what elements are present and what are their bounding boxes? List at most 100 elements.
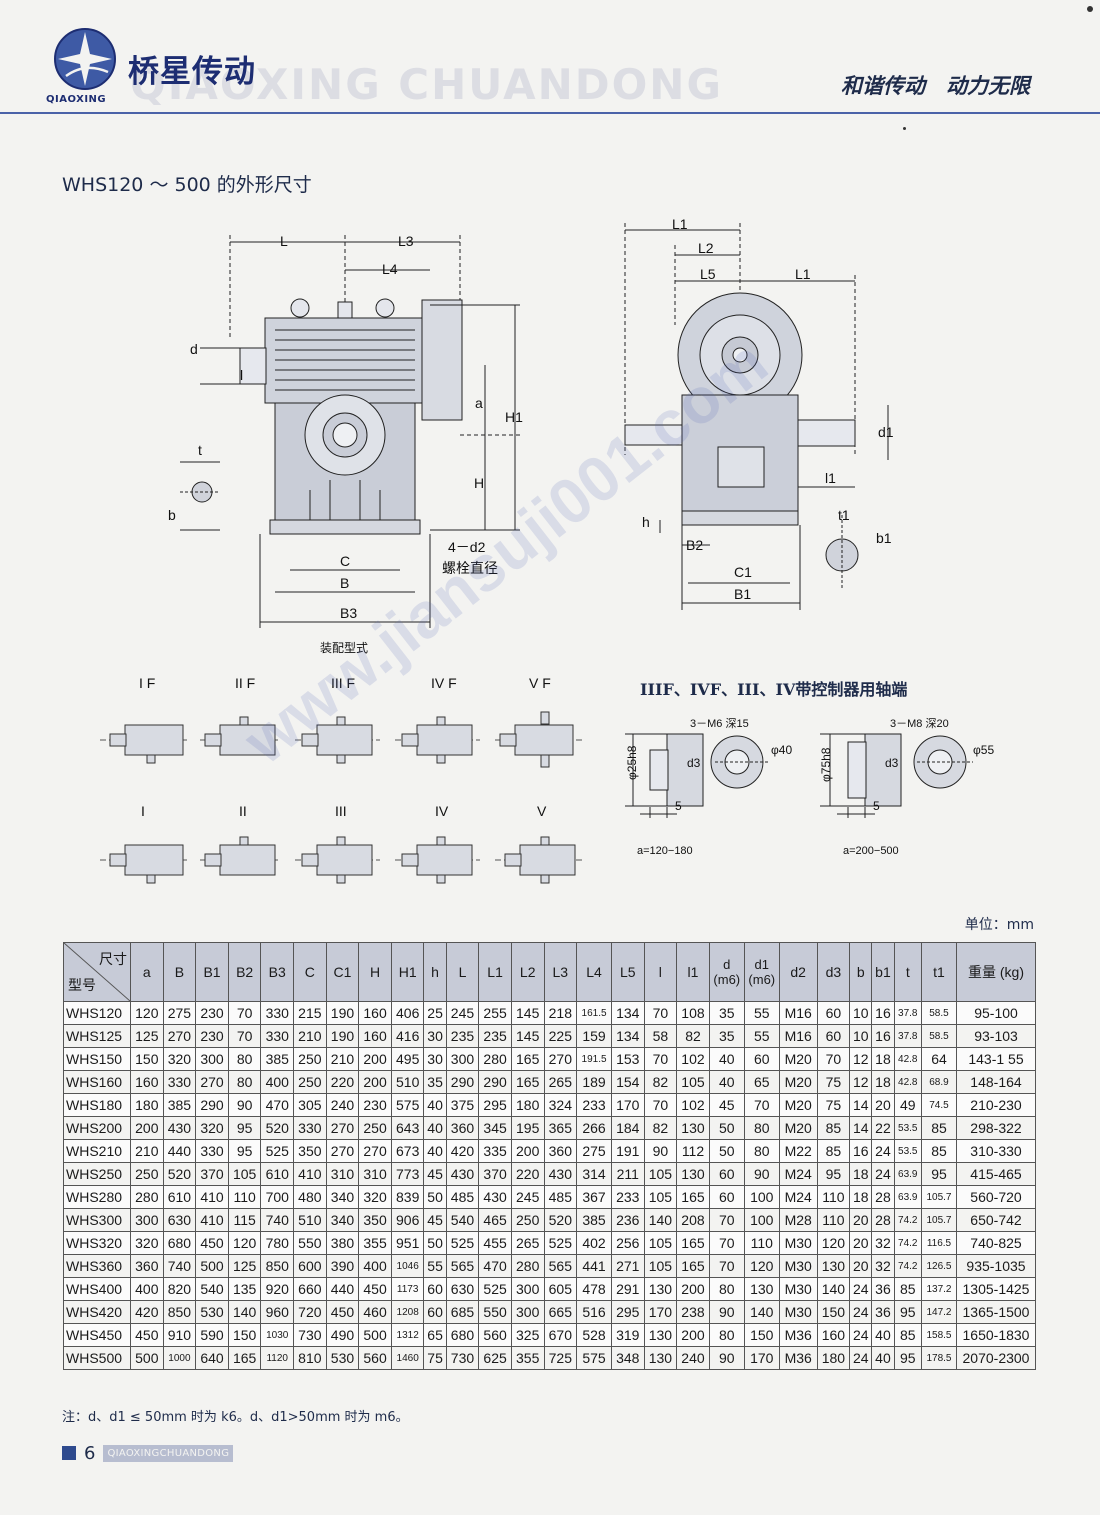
col-header: H1 xyxy=(390,942,425,1002)
value-cell: 102 xyxy=(676,1047,710,1071)
col-header: l1 xyxy=(676,942,710,1002)
dim-H1: H1 xyxy=(505,409,523,425)
value-cell: 108 xyxy=(676,1001,710,1025)
value-cell: 680 xyxy=(445,1323,480,1347)
value-cell: 370 xyxy=(195,1162,229,1186)
value-cell: 441 xyxy=(576,1254,612,1278)
col-header: t xyxy=(893,942,922,1002)
value-cell: 470 xyxy=(478,1254,512,1278)
value-cell: 300 xyxy=(130,1208,164,1232)
value-cell: 340 xyxy=(325,1185,360,1209)
assembly-label-II: II xyxy=(239,803,247,819)
value-cell: 530 xyxy=(325,1346,360,1370)
value-cell: 630 xyxy=(445,1277,480,1301)
value-cell: 245 xyxy=(510,1185,545,1209)
value-cell: 40 xyxy=(423,1139,447,1163)
value-cell: 218 xyxy=(543,1001,578,1025)
value-cell: 105 xyxy=(227,1162,262,1186)
value-cell: 720 xyxy=(293,1300,327,1324)
value-cell: 275 xyxy=(162,1001,197,1025)
value-cell: 74.2 xyxy=(893,1208,922,1232)
value-cell: 55 xyxy=(423,1254,447,1278)
value-cell: 295 xyxy=(478,1093,512,1117)
value-cell: 58 xyxy=(643,1024,678,1048)
col-header: L3 xyxy=(543,942,578,1002)
value-cell: 275 xyxy=(576,1139,612,1163)
value-cell: 25 xyxy=(423,1001,447,1025)
value-cell: 685 xyxy=(445,1300,480,1324)
value-cell: 625 xyxy=(478,1346,512,1370)
value-cell: 1030 xyxy=(260,1323,295,1347)
value-cell: 590 xyxy=(195,1323,229,1347)
value-cell: 348 xyxy=(610,1346,645,1370)
small-holes-label: 3－M6 深15 xyxy=(690,717,749,730)
value-cell: 420 xyxy=(130,1300,164,1324)
small-d3: d3 xyxy=(687,756,701,770)
model-cell: WHS180 xyxy=(63,1093,131,1117)
value-cell: 126.5 xyxy=(920,1254,958,1278)
value-cell: 500 xyxy=(195,1254,229,1278)
value-cell: 330 xyxy=(195,1139,229,1163)
value-cell: 170 xyxy=(610,1093,645,1117)
value-cell: 2070-2300 xyxy=(956,1346,1036,1370)
value-cell: 740 xyxy=(260,1208,295,1232)
value-cell: 10 xyxy=(849,1024,873,1048)
dim-L2: L2 xyxy=(698,240,714,256)
value-cell: 20 xyxy=(849,1231,873,1255)
value-cell: 140 xyxy=(816,1277,851,1301)
value-cell: 450 xyxy=(195,1231,229,1255)
value-cell: 540 xyxy=(445,1208,480,1232)
section-title: WHS120 ～ 500 的外形尺寸 xyxy=(62,174,312,196)
value-cell: 520 xyxy=(543,1208,578,1232)
value-cell: 90 xyxy=(743,1162,780,1186)
value-cell: 330 xyxy=(260,1001,295,1025)
value-cell: 60 xyxy=(816,1024,851,1048)
dim-L3: L3 xyxy=(398,233,414,249)
col-header: b xyxy=(849,942,873,1002)
value-cell: 32 xyxy=(871,1231,895,1255)
value-cell: 120 xyxy=(227,1231,262,1255)
value-cell: 236 xyxy=(610,1208,645,1232)
value-cell: 780 xyxy=(260,1231,295,1255)
value-cell: 24 xyxy=(871,1139,895,1163)
value-cell: 130 xyxy=(643,1323,678,1347)
value-cell: M20 xyxy=(778,1070,818,1094)
value-cell: 291 xyxy=(610,1277,645,1301)
value-cell: 400 xyxy=(130,1277,164,1301)
dim-l1: l1 xyxy=(825,470,836,486)
value-cell: 367 xyxy=(576,1185,612,1209)
value-cell: 42.8 xyxy=(893,1047,922,1071)
value-cell: 14 xyxy=(849,1093,873,1117)
value-cell: 470 xyxy=(260,1093,295,1117)
model-cell: WHS125 xyxy=(63,1024,131,1048)
value-cell: 16 xyxy=(849,1139,873,1163)
value-cell: 839 xyxy=(390,1185,425,1209)
value-cell: 410 xyxy=(195,1208,229,1232)
large-phi-right: φ55 xyxy=(973,743,994,757)
value-cell: 280 xyxy=(478,1047,512,1071)
value-cell: 120 xyxy=(743,1254,780,1278)
value-cell: 550 xyxy=(478,1300,512,1324)
dim-l: l xyxy=(240,367,243,383)
value-cell: 225 xyxy=(543,1024,578,1048)
value-cell: 75 xyxy=(423,1346,447,1370)
value-cell: 85 xyxy=(893,1323,922,1347)
col-header: B3 xyxy=(260,942,295,1002)
assembly-label-V: V xyxy=(537,803,547,819)
value-cell: 150 xyxy=(816,1300,851,1324)
value-cell: 95 xyxy=(920,1162,958,1186)
value-cell: 265 xyxy=(510,1231,545,1255)
value-cell: 730 xyxy=(445,1346,480,1370)
page-header: QIAOXING CHUANDONG 桥星传动 QIAOXING 和谐传动 动力… xyxy=(0,0,1100,118)
value-cell: 314 xyxy=(576,1162,612,1186)
value-cell: 35 xyxy=(708,1024,745,1048)
value-cell: 148-164 xyxy=(956,1070,1036,1094)
value-cell: 935-1035 xyxy=(956,1254,1036,1278)
value-cell: 820 xyxy=(162,1277,197,1301)
value-cell: 90 xyxy=(227,1093,262,1117)
value-cell: 295 xyxy=(610,1300,645,1324)
model-cell: WHS200 xyxy=(63,1116,131,1140)
value-cell: 35 xyxy=(423,1070,447,1094)
